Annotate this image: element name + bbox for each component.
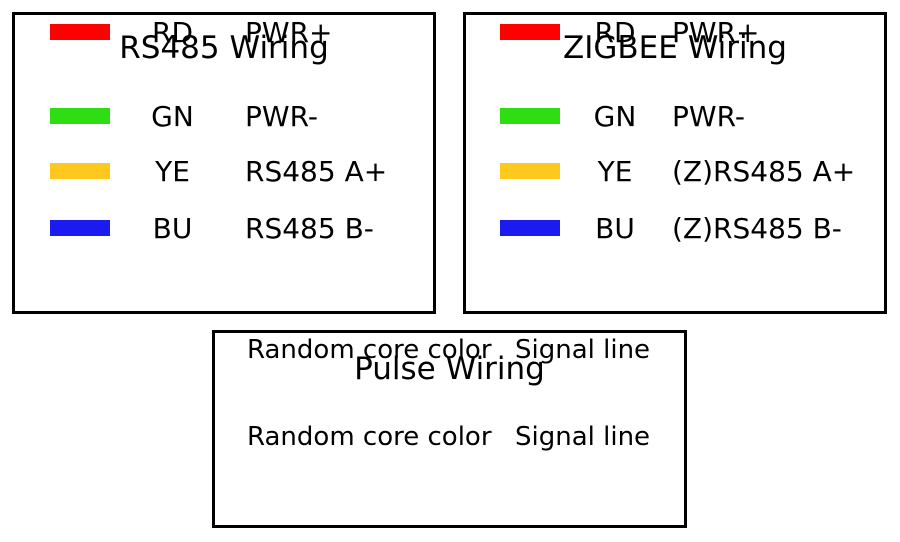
pulse-wiring-panel: Pulse Wiring Random core color Signal li… [212,330,687,528]
wire-code: YE [597,154,633,188]
pulse-row: Random core color Signal line [215,333,684,367]
wire-row-red: RD PWR+ [466,15,884,49]
wire-row-green: GN PWR- [15,99,433,133]
wire-color-swatch-blue [500,220,560,236]
wire-row-green: GN PWR- [466,99,884,133]
wire-signal: (Z)RS485 A+ [672,154,856,188]
wire-color-swatch-yellow [500,163,560,179]
wire-code: BU [152,211,193,245]
wire-color-swatch-blue [50,220,110,236]
wire-row-blue: BU (Z)RS485 B- [466,211,884,245]
wire-signal: RS485 B- [245,211,374,245]
zigbee-wiring-panel: ZIGBEE Wiring RD PWR+ GN PWR- YE (Z)RS48… [463,12,887,314]
wire-code: RD [594,15,636,49]
wire-color-swatch-red [500,24,560,40]
wire-signal: (Z)RS485 B- [672,211,842,245]
wire-color-swatch-green [50,108,110,124]
pulse-panel-title: Pulse Wiring [354,351,545,387]
wire-row-yellow: YE (Z)RS485 A+ [466,154,884,188]
wire-color-swatch-yellow [50,163,110,179]
wire-code: RD [151,15,193,49]
wire-signal: PWR+ [245,15,333,49]
wire-code: BU [595,211,635,245]
wire-signal: PWR- [672,99,745,133]
wire-code: GN [593,99,637,133]
pulse-signal-label: Signal line [515,335,651,365]
wire-signal: PWR+ [672,15,760,49]
zigbee-panel-title: ZIGBEE Wiring [563,30,787,66]
wire-color-swatch-red [50,24,110,40]
wire-row-yellow: YE RS485 A+ [15,154,433,188]
pulse-core-label: Random core color [247,422,492,452]
wire-signal: RS485 A+ [245,154,388,188]
pulse-signal-label: Signal line [515,422,651,452]
pulse-core-label: Random core color [247,335,492,365]
pulse-row: Random core color Signal line [215,420,684,454]
wire-code: YE [155,154,190,188]
wire-color-swatch-green [500,108,560,124]
rs485-wiring-panel: RS485 Wiring RD PWR+ GN PWR- YE RS485 A+… [12,12,436,314]
wire-signal: PWR- [245,99,318,133]
wire-row-red: RD PWR+ [15,15,433,49]
wire-row-blue: BU RS485 B- [15,211,433,245]
wire-code: GN [151,99,194,133]
rs485-panel-title: RS485 Wiring [119,30,329,66]
